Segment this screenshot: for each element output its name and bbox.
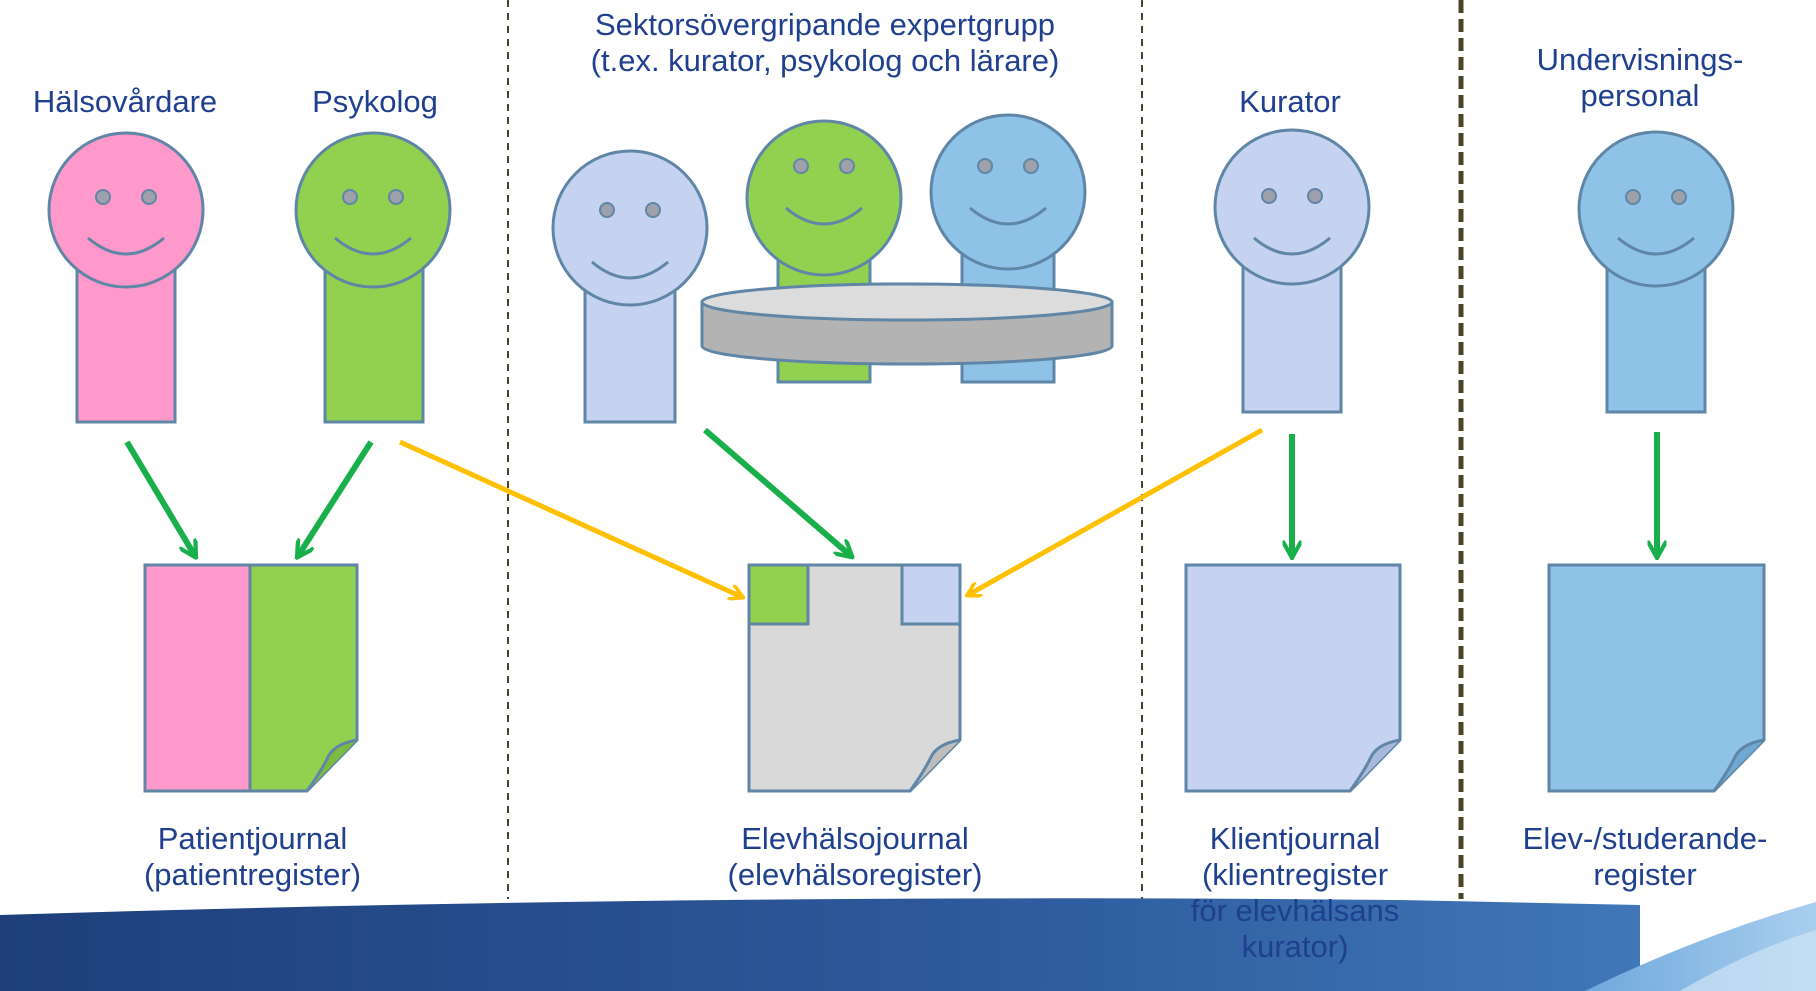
person-curator-icon <box>1213 128 1371 414</box>
arrow-green <box>703 427 851 556</box>
label-expert-group: Sektorsövergripande expertgrupp (t.ex. k… <box>590 7 1060 78</box>
label-curator: Kurator <box>1239 84 1341 119</box>
student-welfare-journal-document-icon <box>747 563 962 793</box>
label-health-nurse: Hälsovårdare <box>32 84 218 119</box>
footer-band <box>0 898 1816 991</box>
person-expert-lavender-icon <box>551 149 709 424</box>
label-student-welfare-journal: Elevhälsojournal (elevhälsoregister) <box>727 821 983 892</box>
label-psychologist: Psykolog <box>312 84 438 119</box>
arrow-yellow <box>398 439 742 597</box>
person-teaching-staff-icon <box>1577 130 1735 414</box>
person-health-nurse-icon <box>47 131 205 424</box>
label-student-register: Elev-/studerande- register <box>1522 821 1768 892</box>
arrow-green <box>124 440 195 556</box>
label-client-journal: Klientjournal (klientregister för elevhä… <box>1190 821 1400 964</box>
label-patient-journal: Patientjournal (patientregister) <box>143 821 362 892</box>
person-psychologist-icon <box>294 131 452 424</box>
label-teaching-staff: Undervisnings- personal <box>1536 42 1744 113</box>
meeting-table-icon <box>700 282 1114 366</box>
arrow-yellow <box>968 427 1264 595</box>
arrow-green <box>298 440 374 556</box>
student-register-document-icon <box>1547 563 1766 793</box>
patient-journal-document-icon <box>143 563 359 793</box>
client-journal-document-icon <box>1184 563 1402 793</box>
